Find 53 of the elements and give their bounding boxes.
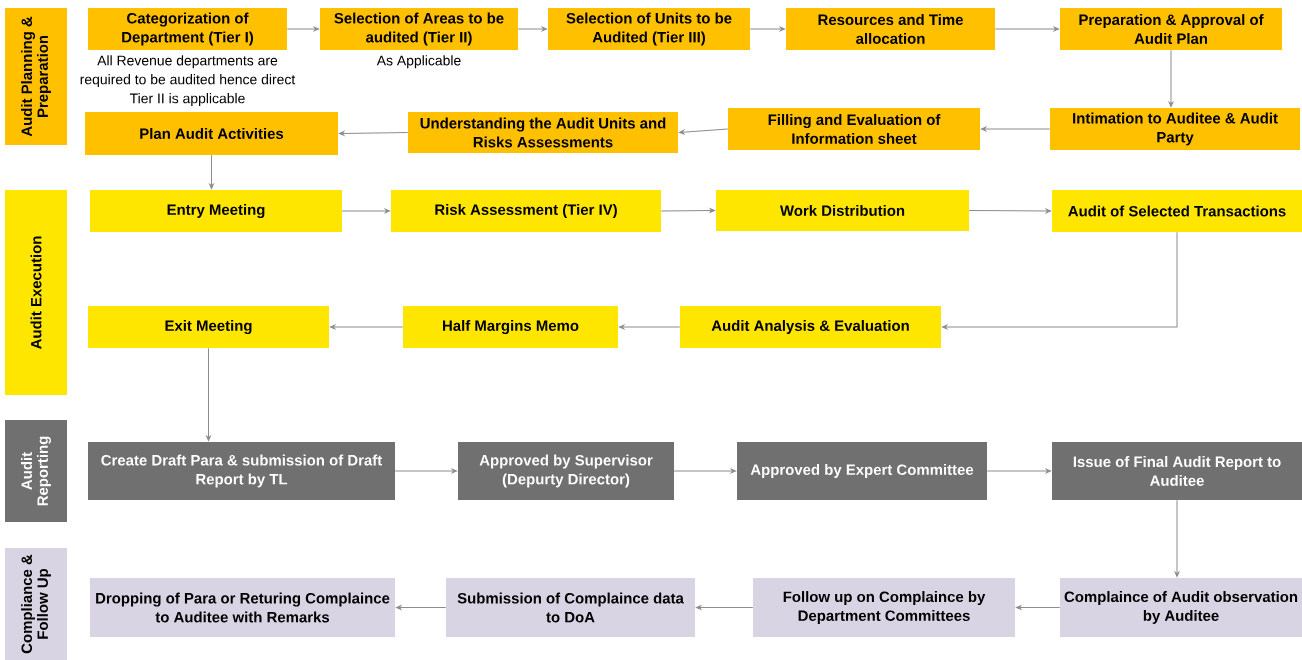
process-box: Complaince of Audit observation by Auditee [1060,578,1302,637]
process-box: Half Margins Memo [403,306,618,348]
note-text: All Revenue departments are required to be audited hence direct Tier II is applicable [80,55,296,107]
arrow [206,347,211,442]
process-box: Selection of Areas to be audited (Tier II) [320,8,518,50]
process-box: Exit Meeting [88,306,329,348]
arrow [1016,605,1061,610]
arrow [942,231,1178,330]
process-box: Entry Meeting [90,190,342,232]
arrow [660,208,716,213]
arrow [341,208,391,214]
phase-band: Audit Reporting [5,420,67,522]
arrow [981,126,1051,132]
arrow [1174,499,1180,578]
arrow [329,324,404,330]
phase-band: Audit Planning & Preparation [5,8,67,145]
process-box: Follow up on Complaince by Department Committees [753,578,1015,637]
process-box: Dropping of Para or Returing Complaince to Auditee with Remarks [90,578,395,637]
process-box: Plan Audit Activities [85,112,338,155]
arrow [986,468,1052,474]
arrow [619,324,681,330]
process-box: Preparation & Approval of Audit Plan [1060,8,1282,50]
process-box: Filling and Evaluation of Information sheet [728,108,980,150]
process-box: Approved by Expert Committee [737,442,987,500]
phase-band: Compliance & Follow Up [5,548,67,660]
arrow [286,26,320,32]
process-box: Intimation to Auditee & Audit Party [1050,108,1300,150]
process-box: Submission of Complaince data to DoA [446,578,695,637]
process-box: Understanding the Audit Units and Risks Assessments [408,112,678,153]
process-box: Approved by Supervisor (Depurty Director) [458,442,674,500]
arrow [396,605,447,610]
process-box: Issue of Final Audit Report to Auditee [1052,442,1302,500]
process-box: Create Draft Para & submission of Draft Report by TL [88,442,395,500]
arrow [968,208,1052,214]
arrow [749,26,786,32]
arrow [338,131,409,136]
arrow [394,468,458,474]
arrow [679,128,729,135]
process-box: Resources and Time allocation [786,8,995,50]
process-box: Audit Analysis & Evaluation [680,306,941,348]
process-box: Risk Assessment (Tier IV) [391,190,661,232]
phase-band: Audit Execution [5,190,67,395]
process-box: Categorization of Department (Tier I) [88,8,287,50]
arrow [673,468,737,474]
arrow [994,26,1060,32]
process-box: Work Distribution [716,190,969,231]
arrow [209,154,214,190]
arrow [517,26,548,32]
arrow [696,605,754,610]
process-box: Audit of Selected Transactions [1052,190,1302,232]
process-box: Selection of Units to be Audited (Tier III) [548,8,750,50]
note-text: As Applicable [376,55,461,69]
arrow [1168,49,1174,108]
